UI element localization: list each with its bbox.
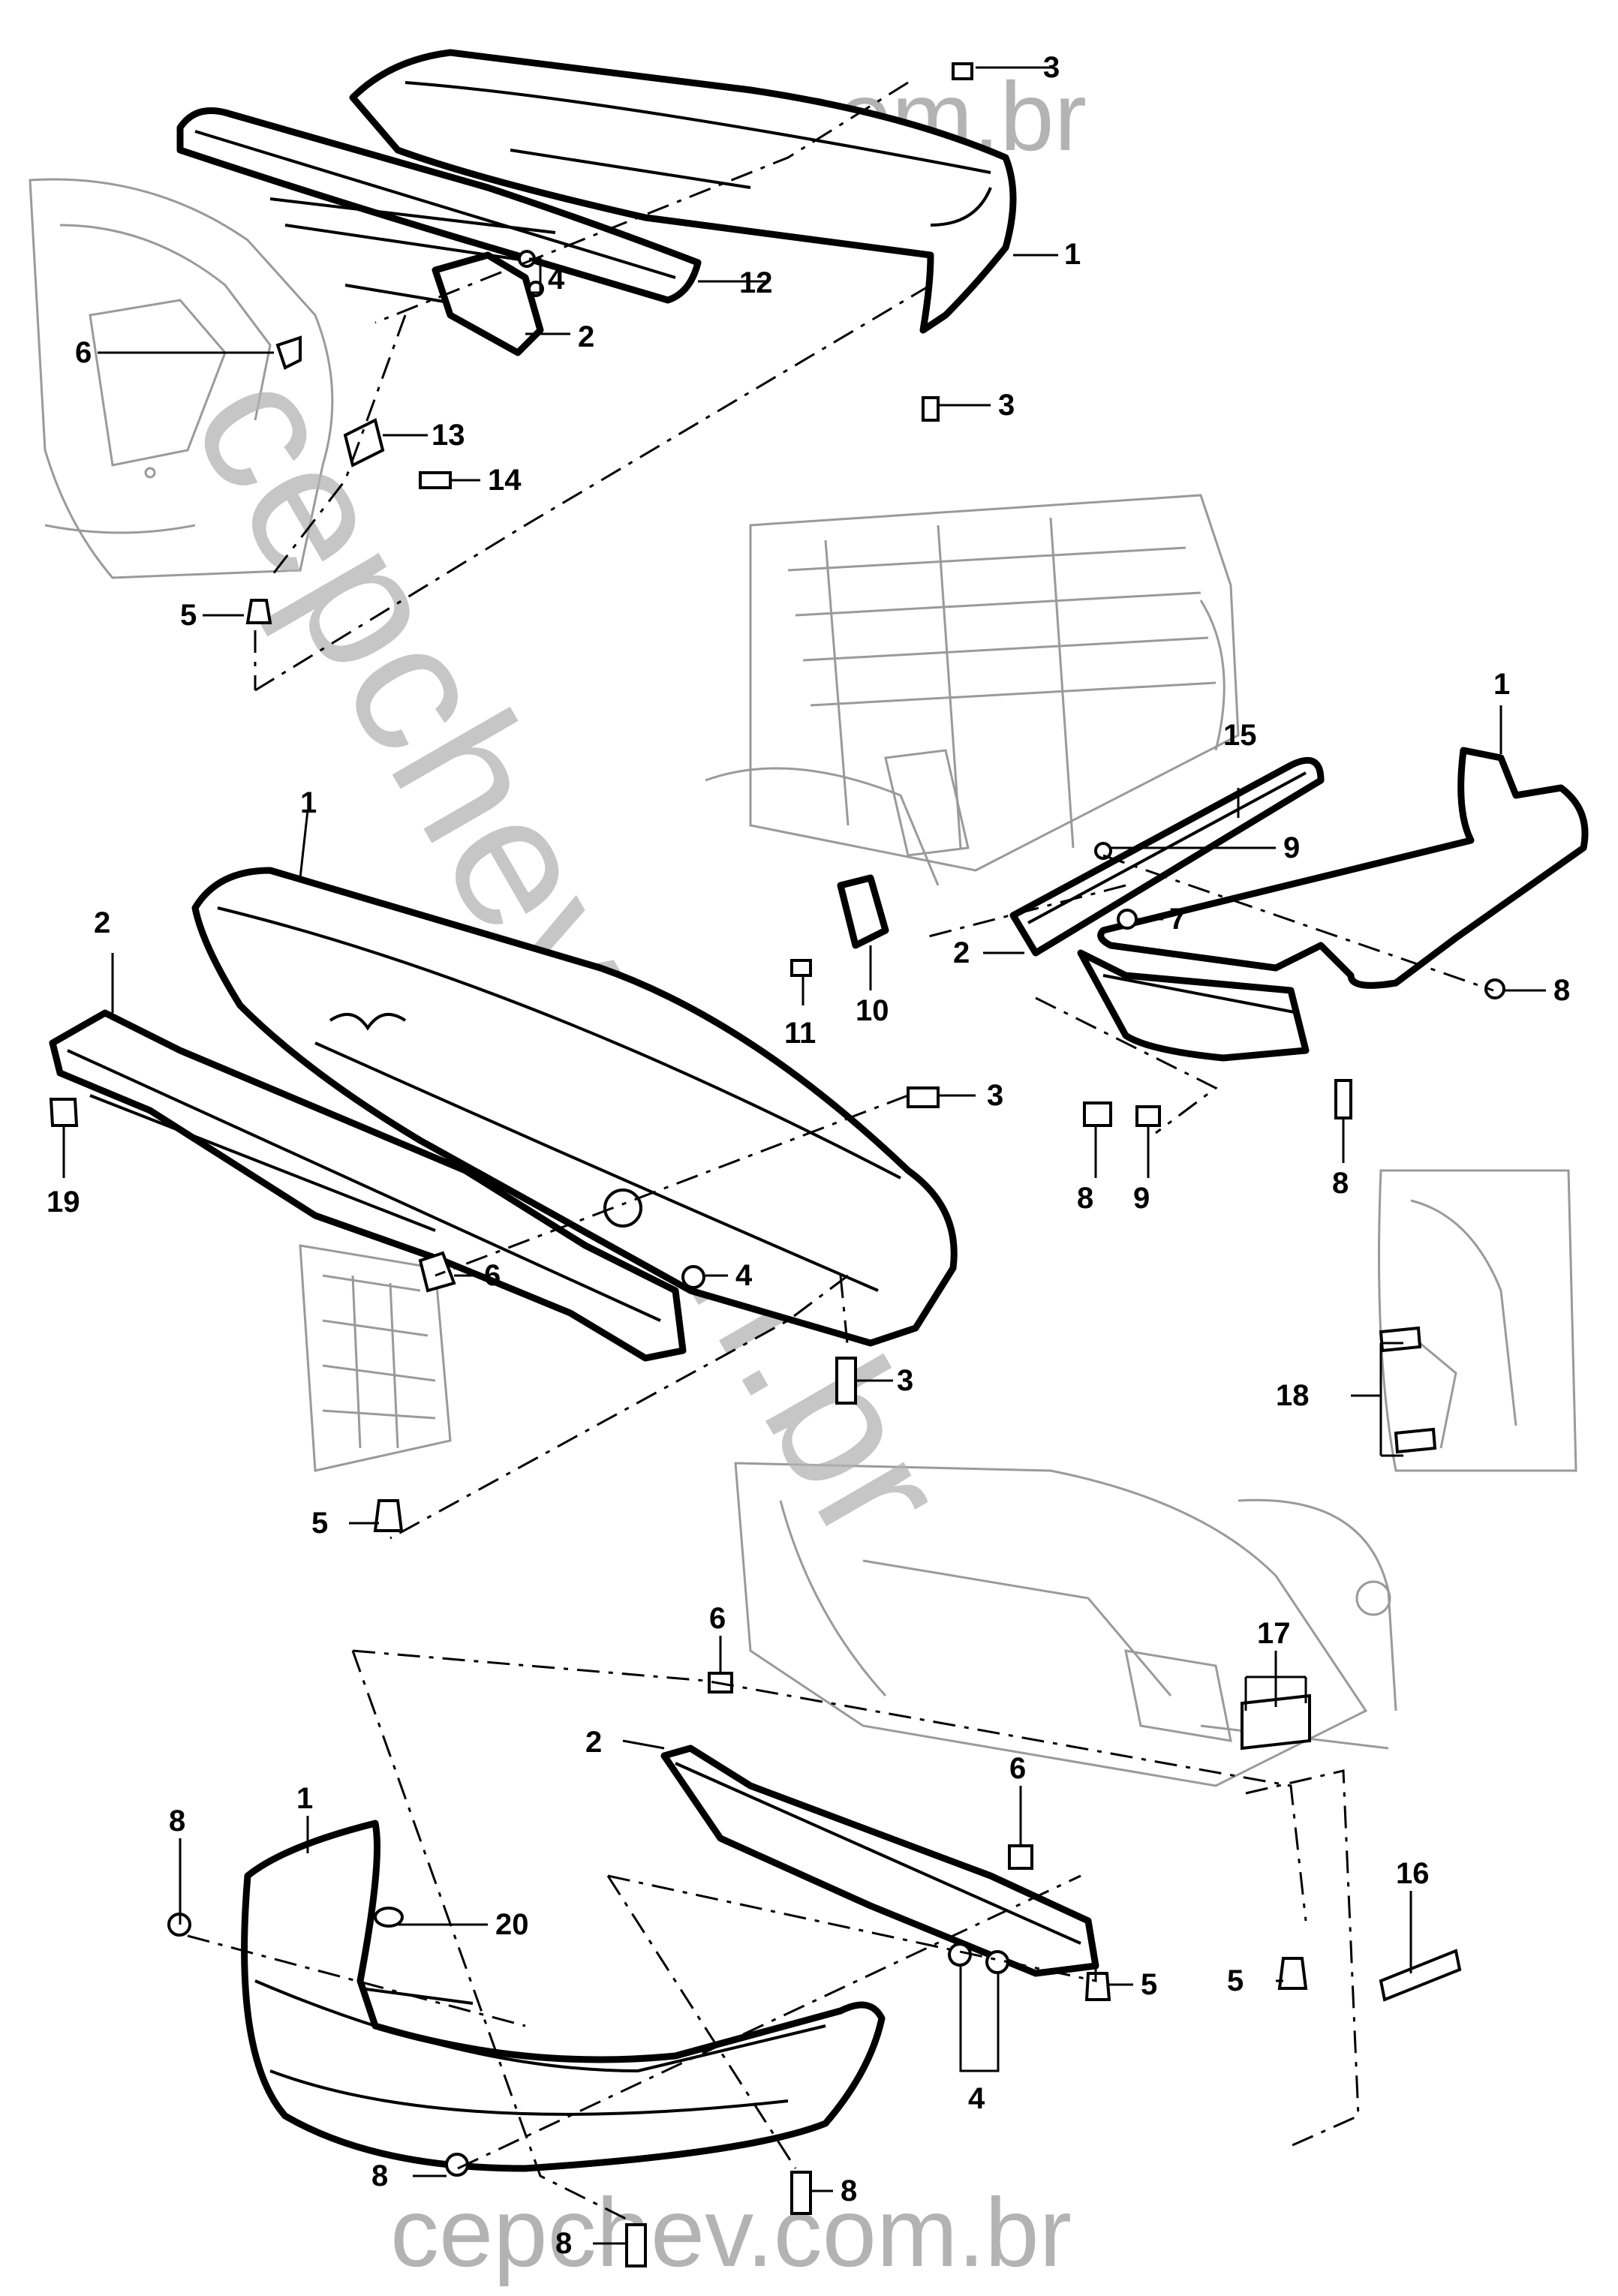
callout-8-c: 8 [1332, 1167, 1349, 1200]
callout-3-b: 3 [998, 389, 1015, 422]
bolt-11 [790, 959, 812, 977]
callout-12: 12 [739, 266, 773, 299]
callout-6-a: 6 [75, 336, 92, 369]
section-b-pickup-bumper [790, 747, 1589, 1134]
bolt-3-a-bottom [922, 396, 940, 422]
callout-5-c: 5 [1227, 1964, 1244, 1997]
callout-3-a: 3 [1043, 51, 1060, 84]
grommet-20 [374, 1907, 404, 1928]
clip-5-a [245, 599, 272, 624]
reflector-strip-a [269, 197, 556, 234]
clip-5-b [373, 1499, 404, 1532]
studs-17 [1241, 1693, 1311, 1751]
clip-9-a [1094, 842, 1113, 860]
nut-4-b [681, 1265, 706, 1289]
callout-3-d: 3 [897, 1364, 913, 1397]
callout-10: 10 [856, 994, 889, 1027]
step-bar-2-b [1009, 756, 1325, 957]
reinforcement-2-d [660, 1745, 1099, 1977]
callout-3-c: 3 [987, 1079, 1003, 1112]
callout-6-d: 6 [1009, 1752, 1026, 1785]
bolt-8-b [1083, 1101, 1112, 1127]
callout-16: 16 [1396, 1857, 1430, 1890]
bumper-cover-c [191, 867, 958, 1347]
vehicle-outline-body-side [1378, 1169, 1577, 1472]
bolt-3-d [835, 1357, 857, 1405]
fastener-6-a [275, 335, 302, 370]
callout-8-b: 8 [1077, 1182, 1093, 1215]
section-d-wagon-bumper [167, 1649, 1462, 2267]
callout-5-b: 5 [311, 1507, 328, 1540]
callout-9-a: 9 [1283, 831, 1300, 864]
clip-5-c [1277, 1957, 1308, 1990]
callout-20: 20 [495, 1908, 529, 1941]
callout-13: 13 [432, 419, 465, 452]
callout-15: 15 [1223, 719, 1257, 752]
bolt-3-a-top [952, 62, 973, 80]
impact-bar-2-c [49, 1009, 687, 1362]
bolt-8-a [1484, 978, 1506, 999]
callout-14: 14 [488, 464, 522, 497]
bumper-cover-a [349, 49, 1017, 334]
bolt-8-c [1334, 1079, 1352, 1119]
callout-8-e: 8 [371, 2159, 388, 2192]
callout-2-d: 2 [585, 1726, 602, 1759]
callout-19: 19 [47, 1186, 80, 1219]
clip-9-b [1135, 1105, 1161, 1127]
callout-5-a: 5 [180, 599, 197, 632]
callout-4-a: 4 [548, 263, 565, 296]
callout-4-c: 4 [968, 2082, 985, 2115]
callout-8-d: 8 [169, 1805, 185, 1838]
callout-9-b: 9 [1133, 1182, 1150, 1215]
callout-4-b: 4 [735, 1259, 753, 1292]
callout-1-a: 1 [1064, 238, 1081, 271]
fastener-6-d [1008, 1844, 1033, 1870]
callout-5-d: 5 [1141, 1968, 1157, 2001]
leader-lines [62, 66, 1546, 2245]
nut-7 [1117, 909, 1138, 930]
callout-1-d: 1 [296, 1782, 313, 1815]
callout-labels: 1 3 3 12 4 2 6 13 14 5 1 15 9 7 2 8 11 1… [47, 51, 1570, 2260]
callout-17: 17 [1257, 1617, 1291, 1650]
callout-1-b: 1 [1493, 668, 1510, 701]
stud-18-a [1379, 1326, 1422, 1353]
bolt-3-c [907, 1086, 940, 1108]
callout-8-g: 8 [555, 2227, 572, 2260]
section-a-sedan-bumper [176, 49, 1017, 692]
section-c-hatch-bumper [49, 867, 1437, 1540]
watermark-bottom: cepchev.com.br [390, 2177, 1072, 2287]
callout-18: 18 [1276, 1379, 1310, 1412]
vehicle-outline-hatch-front [299, 1244, 452, 1472]
callout-6-b: 6 [484, 1259, 501, 1292]
callout-1-c: 1 [300, 786, 317, 819]
callout-2-a: 2 [578, 320, 594, 353]
callout-11: 11 [784, 1017, 816, 1050]
screw-14 [419, 471, 452, 489]
bolt-8-f [790, 2171, 812, 2215]
callout-7: 7 [1169, 903, 1186, 936]
vehicle-outline-pickup [705, 494, 1240, 886]
callout-2-c: 2 [94, 906, 110, 939]
bracket-2-a [432, 251, 544, 356]
bracket-10 [837, 874, 889, 949]
callout-8-f: 8 [841, 2174, 857, 2207]
callout-2-b: 2 [953, 936, 970, 969]
callout-8-a: 8 [1553, 974, 1570, 1007]
bumper-cover-d [241, 1820, 886, 2172]
callout-6-c: 6 [709, 1602, 726, 1635]
fastener-6-b [418, 1251, 456, 1293]
strip-16 [1379, 1949, 1462, 2002]
bolt-8-g [625, 2223, 647, 2267]
bumper-lower-b [1077, 949, 1310, 1062]
pad-19 [49, 1098, 79, 1127]
stud-18-b [1394, 1427, 1437, 1454]
clip-5-d [1084, 1972, 1111, 2001]
nut-4-c [948, 1943, 973, 1967]
vehicle-outline-sedan [29, 178, 334, 579]
bumper-cover-b [1097, 747, 1589, 989]
